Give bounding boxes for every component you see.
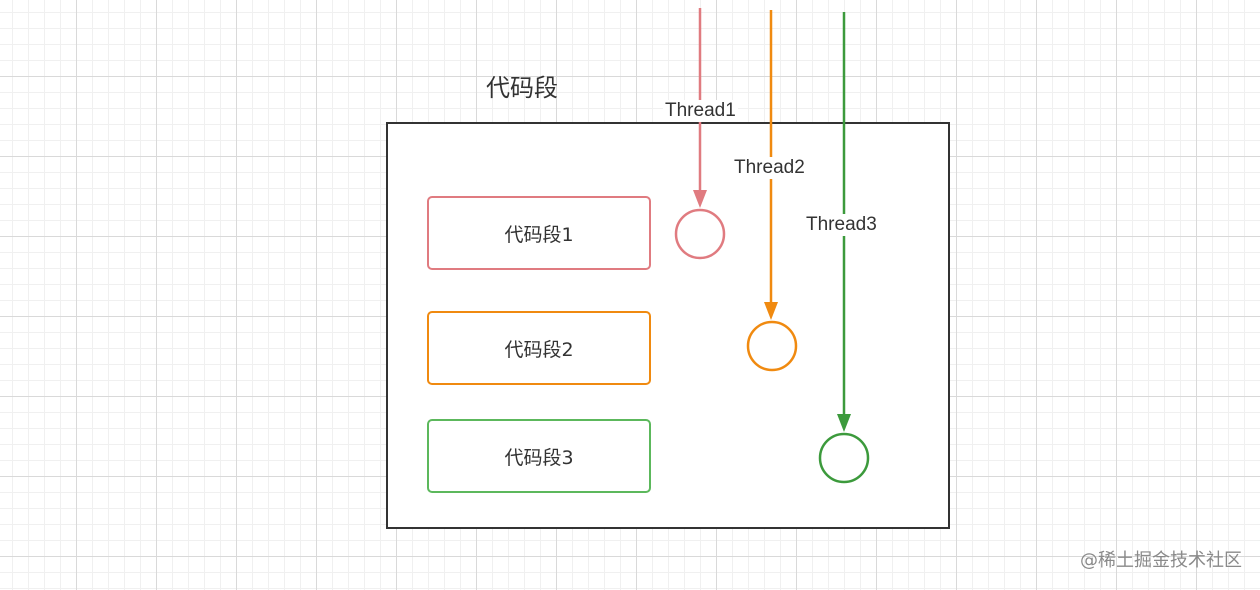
watermark: @稀土掘金技术社区 [1080,550,1242,571]
thread1-node [674,208,726,260]
thread2-label: Thread2 [732,157,807,179]
code-segment-1: 代码段1 [427,196,651,270]
thread3-arrowhead [837,414,851,432]
thread1-label: Thread1 [663,100,738,122]
code-segment-3: 代码段3 [427,419,651,493]
thread2-node [746,320,798,372]
thread3-label: Thread3 [804,214,879,236]
container-title: 代码段 [486,74,558,102]
code-segment-2: 代码段2 [427,311,651,385]
thread3-node [818,432,870,484]
thread2-arrowhead [764,302,778,320]
thread1-arrowhead [693,190,707,208]
